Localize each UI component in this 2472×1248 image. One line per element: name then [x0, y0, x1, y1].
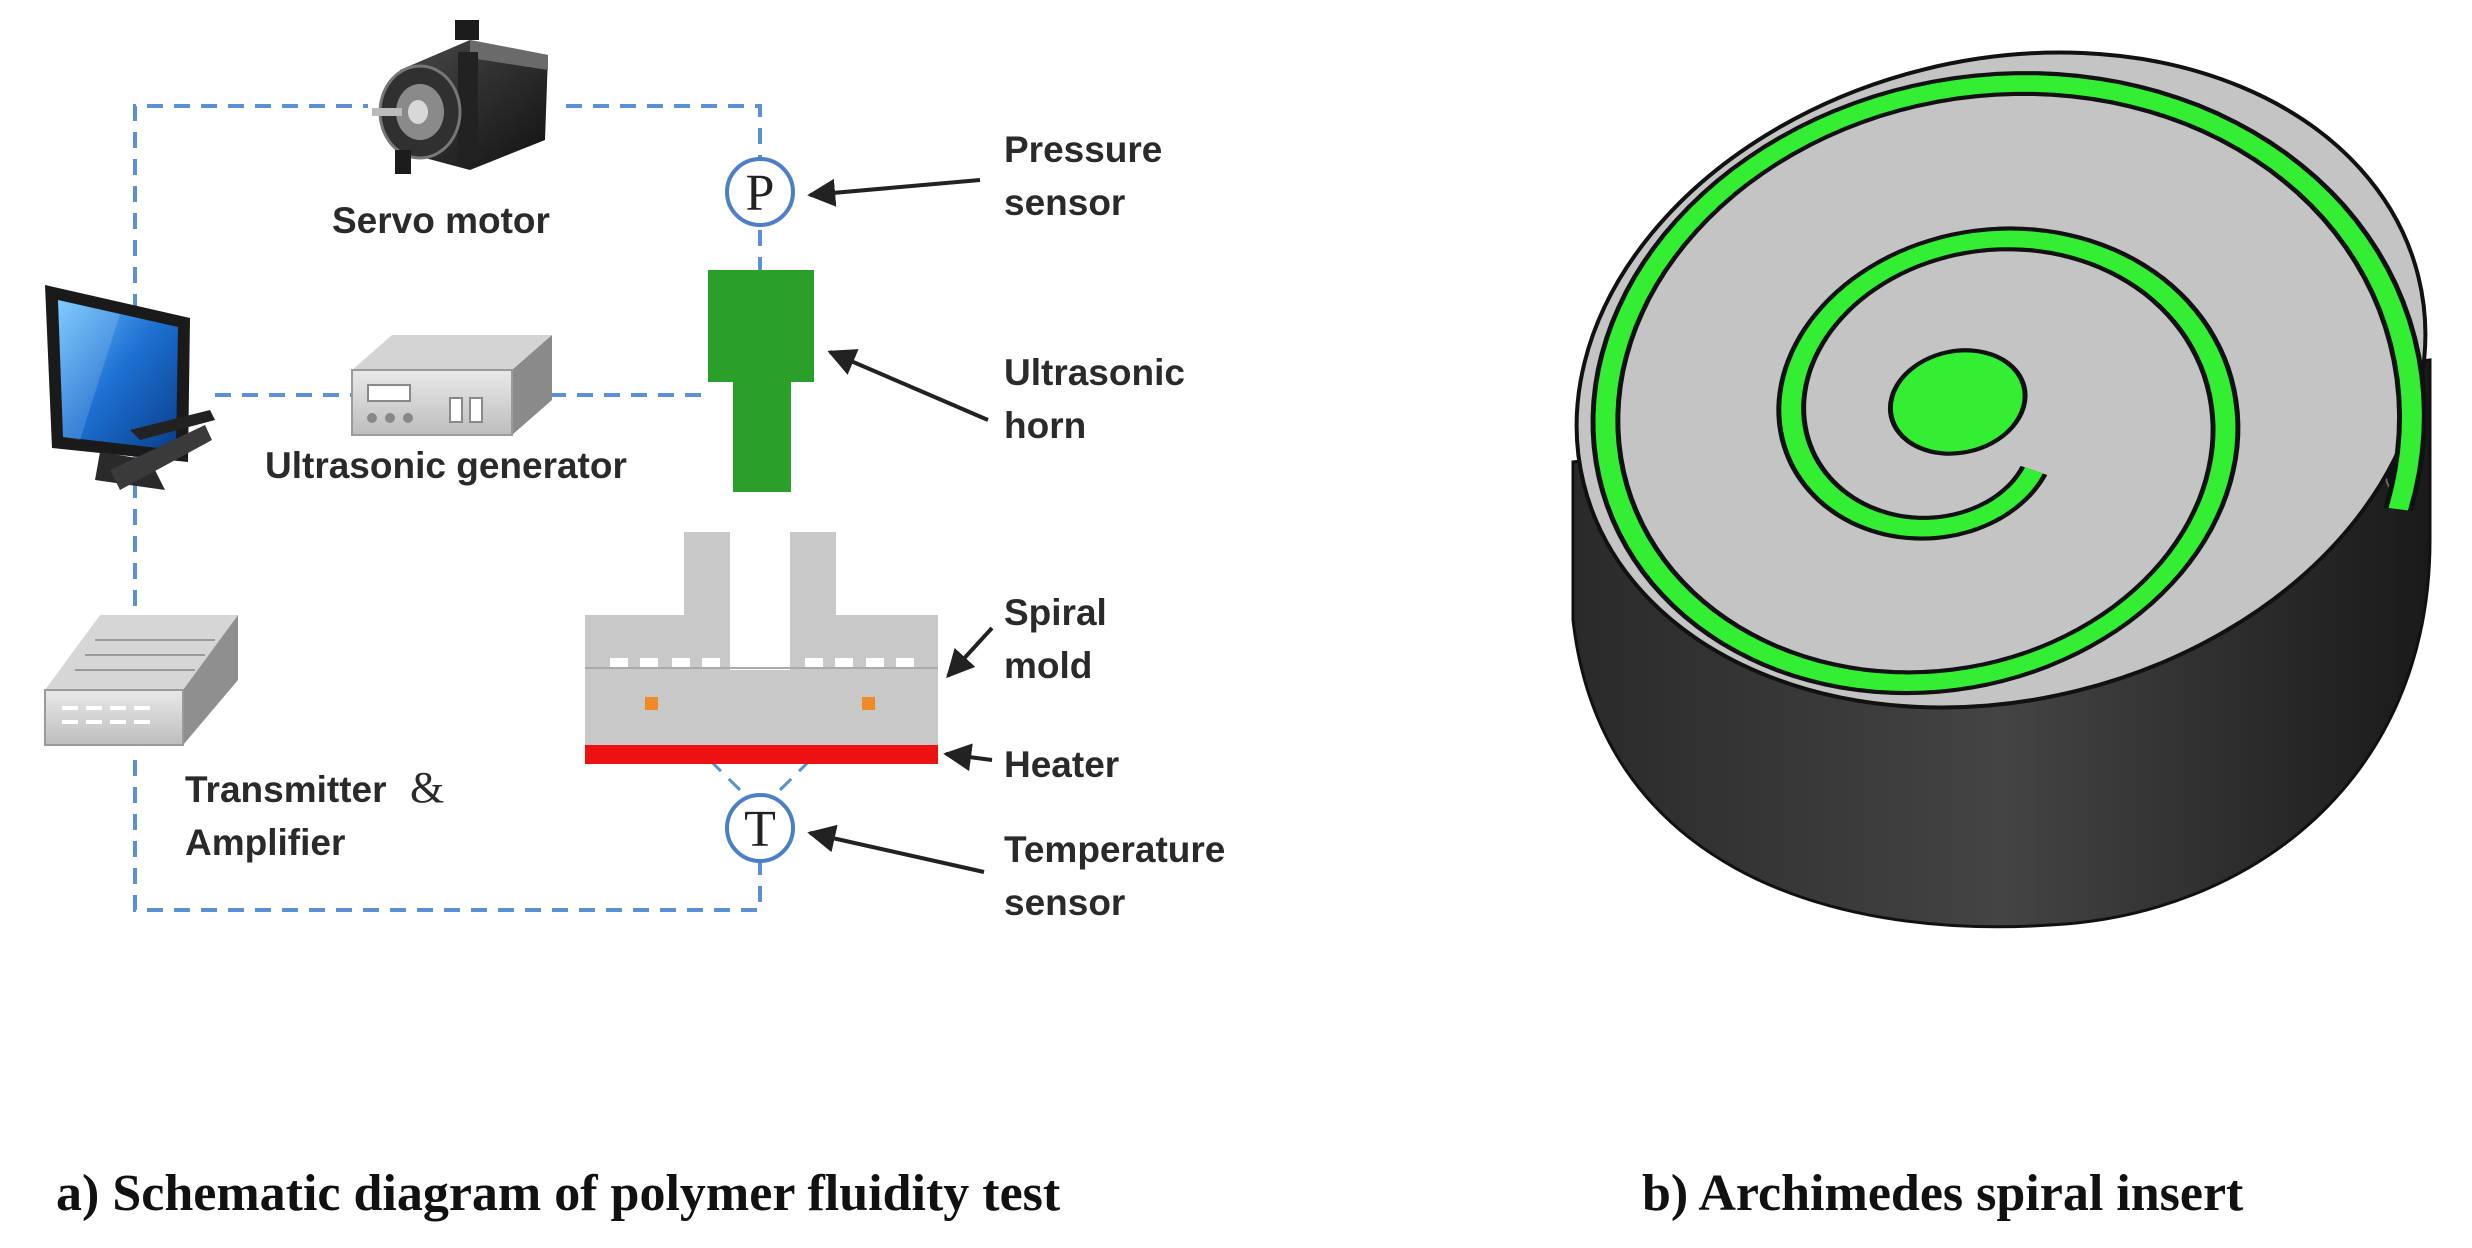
- heater-label: Heater: [1004, 744, 1119, 785]
- top-connection-line: [133, 104, 762, 310]
- pressure-sensor-symbol: P: [725, 157, 795, 227]
- pressure-sensor-label-line2: sensor: [1004, 182, 1125, 223]
- temperature-symbol-letter: T: [744, 801, 776, 858]
- servo-motor-label: Servo motor: [332, 200, 550, 241]
- temperature-sensor-symbol: T: [725, 793, 795, 863]
- pressure-symbol-letter: P: [746, 165, 775, 222]
- heater-plate: [585, 745, 938, 764]
- spiral-mold-label-line1: Spiral: [1004, 592, 1107, 633]
- archimedes-spiral-channel: [1590, 71, 2427, 696]
- caption-panel-b: b) Archimedes spiral insert: [1642, 1165, 2244, 1222]
- spiral-channel-fill: [1595, 75, 2422, 692]
- transmitter-ampersand: &: [410, 763, 444, 812]
- transmitter-label-line2: Amplifier: [185, 822, 345, 863]
- spiral-sprue-center: [1887, 348, 2028, 456]
- temperature-sensor-label-line1: Temperature: [1004, 829, 1225, 870]
- spiral-insert-body: [1571, 50, 2432, 929]
- horn-arrow: [827, 349, 989, 422]
- thermocouple-right: [862, 697, 875, 710]
- transmitter-label-line1: Transmitter: [185, 769, 387, 810]
- heater-arrow: [943, 743, 993, 772]
- bottom-connection-line: [133, 760, 762, 912]
- computer-monitor-icon: [45, 285, 215, 490]
- spiral-mold: [585, 532, 938, 745]
- caption-panel-a: a) Schematic diagram of polymer fluidity…: [56, 1165, 1061, 1222]
- ultrasonic-horn: [708, 270, 814, 492]
- panel-b-spiral-insert: b) Archimedes spiral insert: [1571, 50, 2432, 1222]
- servo-motor-icon: [372, 20, 548, 174]
- spiral-mold-arrow: [946, 626, 994, 679]
- thermocouple-left: [645, 697, 658, 710]
- pressure-arrow: [807, 178, 981, 207]
- ultrasonic-generator-icon: [351, 335, 552, 436]
- ultrasonic-horn-label-line1: Ultrasonic: [1004, 352, 1185, 393]
- panel-a-schematic: Servo motor P Pressure sensor Ultrasonic…: [44, 20, 1225, 1222]
- ultrasonic-generator-label: Ultrasonic generator: [265, 445, 627, 486]
- pressure-sensor-label-line1: Pressure: [1004, 129, 1162, 170]
- temperature-arrow: [807, 824, 985, 874]
- temperature-sensor-label-line2: sensor: [1004, 882, 1125, 923]
- spiral-mold-label-line2: mold: [1004, 645, 1092, 686]
- ultrasonic-horn-label-line2: horn: [1004, 405, 1086, 446]
- transmitter-amplifier-icon: [44, 615, 238, 746]
